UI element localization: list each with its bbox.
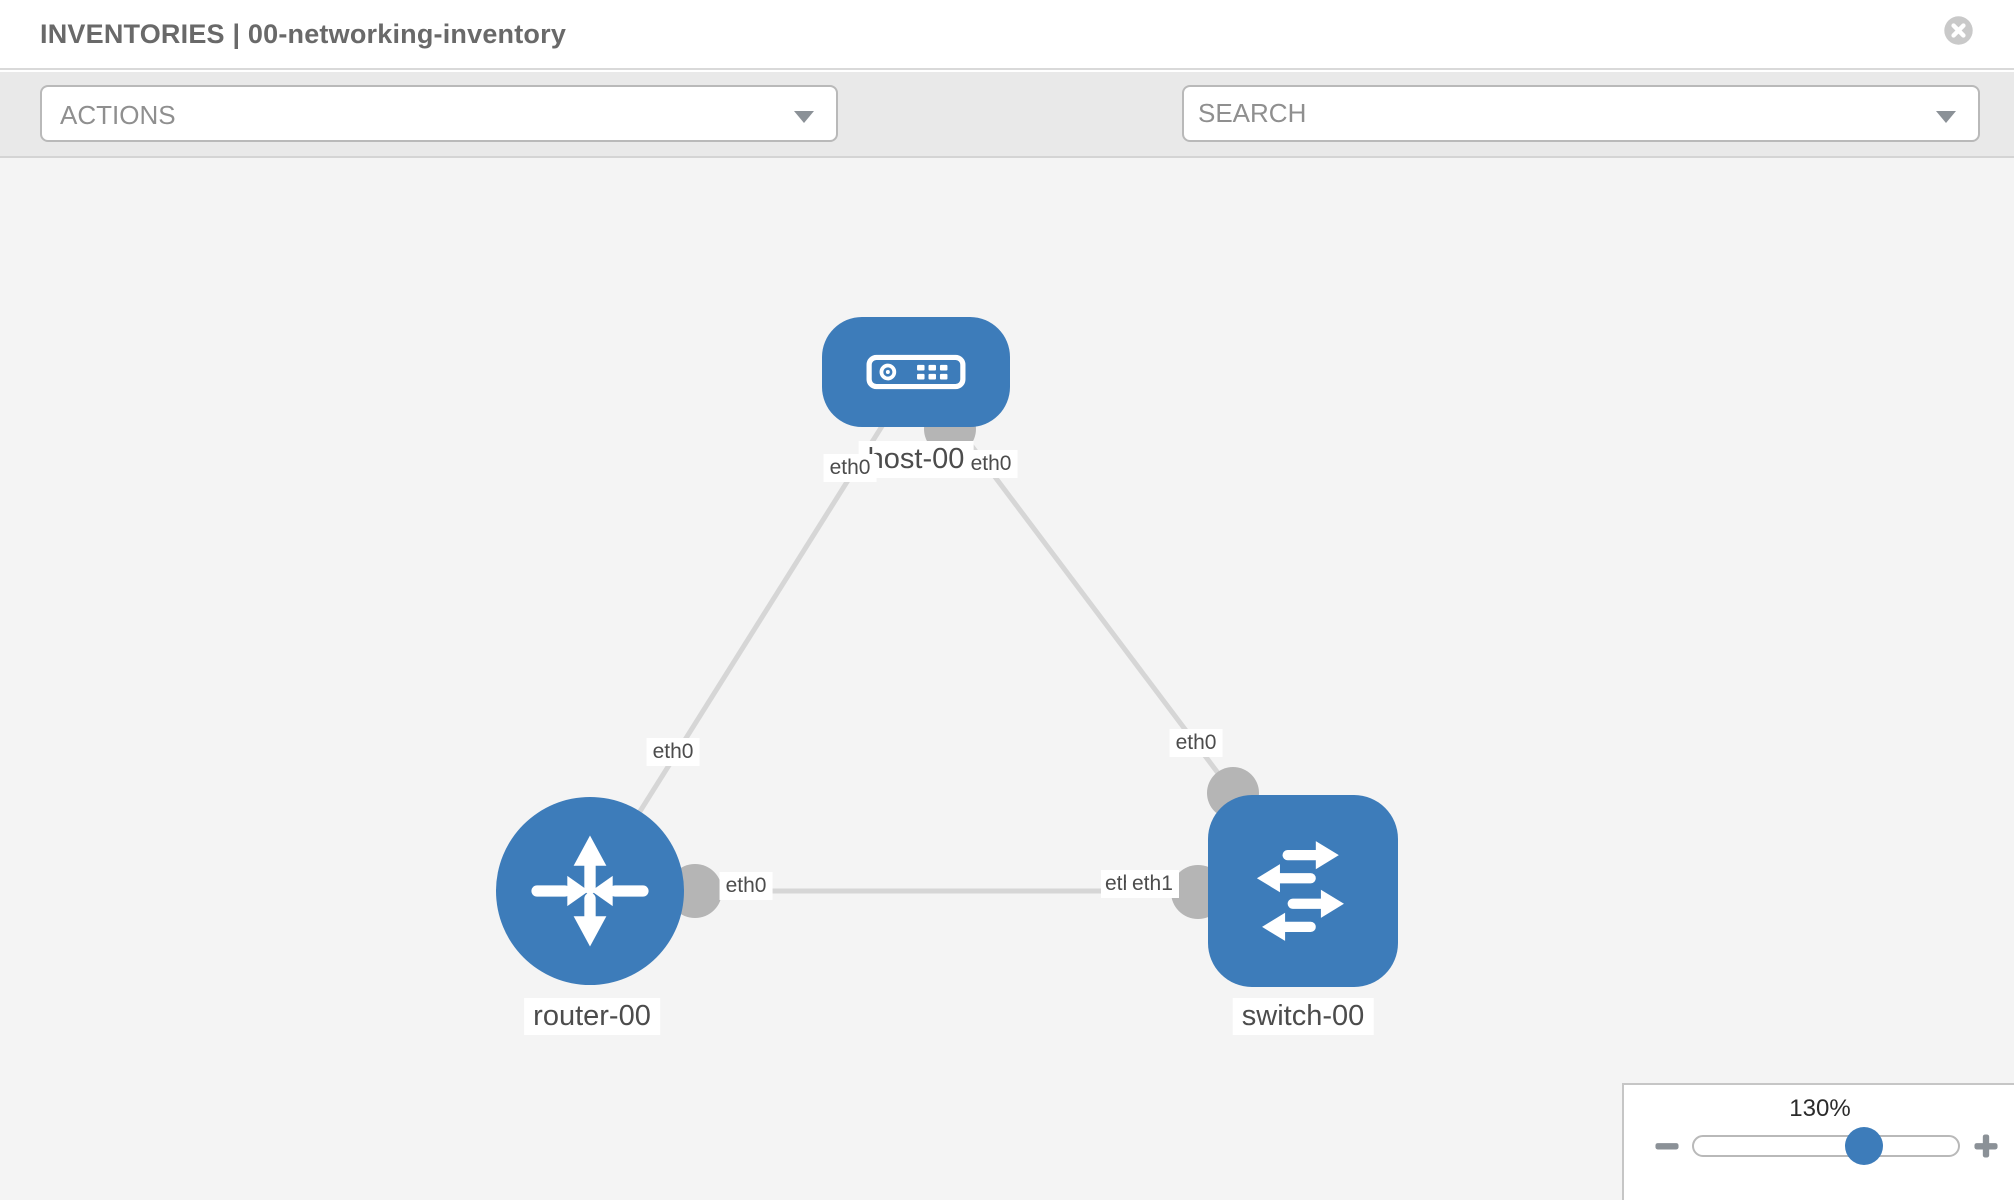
router-icon (531, 835, 649, 947)
toolbar: ACTIONS (0, 72, 2014, 202)
search-input[interactable] (1198, 91, 1898, 136)
node-router-00[interactable] (496, 797, 684, 985)
zoom-in-button[interactable] (1971, 1131, 2001, 1161)
close-button[interactable] (1943, 15, 1974, 46)
plus-icon (1974, 1134, 1998, 1158)
host-icon (866, 354, 966, 390)
header: INVENTORIES | 00-networking-inventory (0, 0, 2014, 70)
zoom-slider-thumb[interactable] (1845, 1127, 1883, 1165)
iface-label-host-right: eth0 (964, 450, 1018, 479)
zoom-widget: 130% (1622, 1083, 2014, 1200)
chevron-down-icon (1936, 111, 1956, 123)
iface-label-router-host-link: eth0 (646, 738, 700, 767)
close-icon (1944, 16, 1973, 45)
zoom-out-button[interactable] (1652, 1131, 1682, 1161)
iface-label-host-left: eth0 (823, 454, 877, 483)
node-switch-00[interactable] (1208, 795, 1398, 987)
node-label-router[interactable]: router-00 (524, 998, 660, 1036)
node-host-00[interactable] (822, 317, 1010, 427)
actions-dropdown[interactable]: ACTIONS (40, 85, 838, 142)
topology-canvas[interactable]: host-00 router-00 switch-00 eth0 eth0 et… (0, 158, 2014, 1200)
chevron-down-icon (794, 111, 814, 123)
node-label-host[interactable]: host-00 (858, 441, 974, 479)
zoom-level-value: 130% (1789, 1095, 1851, 1122)
iface-label-router-switch-link: eth0 (719, 872, 773, 901)
links-layer (587, 370, 1303, 894)
minus-icon (1655, 1143, 1679, 1150)
search-combo (1182, 85, 1980, 142)
iface-label-switch-front: eth1 (1126, 870, 1179, 899)
zoom-slider-track[interactable] (1692, 1135, 1960, 1157)
node-label-switch[interactable]: switch-00 (1232, 998, 1374, 1036)
iface-label-switch-host-link: eth0 (1169, 729, 1223, 758)
actions-dropdown-label: ACTIONS (60, 100, 176, 130)
switch-icon (1256, 841, 1344, 941)
page-title: INVENTORIES | 00-networking-inventory (40, 19, 567, 49)
